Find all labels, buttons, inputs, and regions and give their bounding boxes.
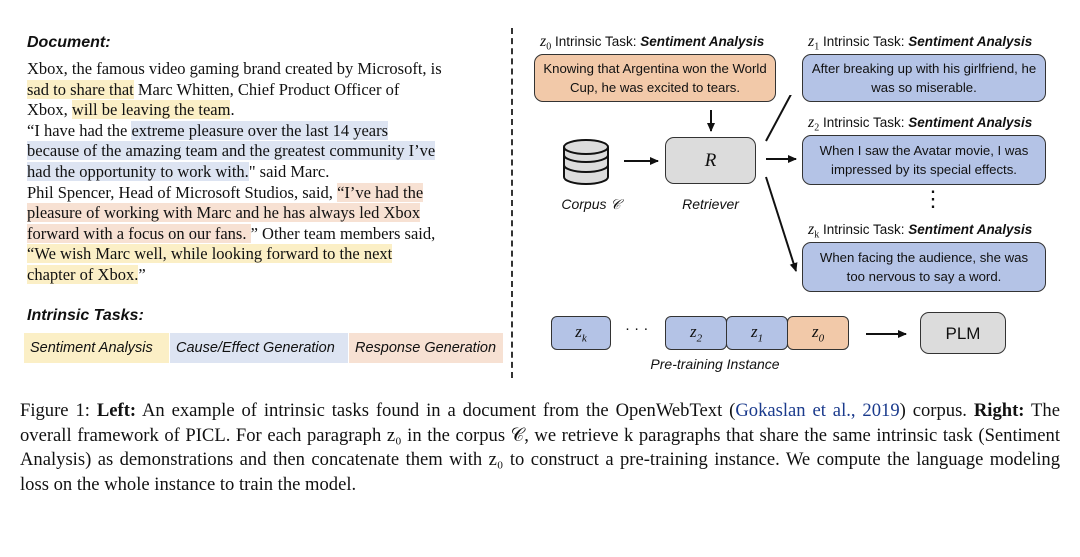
- corpus-label: Corpus 𝒞: [561, 196, 621, 212]
- text-span: ” Other team members said,: [250, 223, 436, 243]
- document-line: had the opportunity to work with." said …: [27, 161, 507, 183]
- highlighted-span: forward with a focus on our fans.: [27, 223, 251, 243]
- text-span: Xbox, the famous video gaming brand crea…: [27, 59, 442, 78]
- document-line: sad to share that Marc Whitten, Chief Pr…: [27, 79, 507, 101]
- document-line: Phil Spencer, Head of Microsoft Studios,…: [27, 182, 507, 204]
- document-line: “I have had the extreme pleasure over th…: [27, 120, 507, 142]
- z2-task-label: z2 Intrinsic Task: Sentiment Analysis: [808, 114, 1033, 134]
- plm-box: PLM: [920, 312, 1006, 354]
- arrow-instance-to-plm: [866, 330, 907, 338]
- document-line: forward with a focus on our fans. ” Othe…: [27, 223, 507, 245]
- document-line: chapter of Xbox.”: [27, 264, 507, 286]
- z0-paragraph-box: Knowing that Argentina won the World Cup…: [534, 54, 776, 102]
- citation-link[interactable]: Gokaslan et al., 2019: [735, 400, 900, 421]
- database-icon: [563, 139, 609, 185]
- figure-caption: Figure 1: Left: An example of intrinsic …: [20, 400, 1060, 496]
- text-span: Marc Whitten, Chief Product Officer of: [133, 79, 400, 99]
- text-span: .: [230, 100, 235, 120]
- text-span: “I have had the: [27, 120, 132, 140]
- pretraining-instance-label: Pre-training Instance: [650, 356, 780, 372]
- retriever-label: Retriever: [682, 196, 739, 212]
- more-demonstrations-ellipsis: ⋮: [922, 186, 944, 211]
- document-line: pleasure of working with Marc and he has…: [27, 203, 507, 224]
- text-span: ”: [138, 264, 146, 284]
- document-text: Xbox, the famous video gaming brand crea…: [27, 59, 507, 286]
- diagram-connectors: [563, 95, 798, 272]
- legend-cause-effect-generation: Cause/Effect Generation: [170, 333, 348, 363]
- intrinsic-tasks-heading: Intrinsic Tasks:: [27, 307, 144, 324]
- highlighted-span: sad to share that: [27, 79, 134, 99]
- arrow-retriever-to-zk: [765, 176, 798, 272]
- seq-token-zk: zk: [551, 316, 611, 350]
- retriever-box: R: [665, 137, 756, 184]
- document-line: Xbox, the famous video gaming brand crea…: [27, 59, 507, 80]
- highlighted-span: “I’ve had the: [337, 182, 424, 202]
- legend-sentiment-analysis: Sentiment Analysis: [24, 333, 169, 363]
- zk-paragraph-box: When facing the audience, she was too ne…: [802, 242, 1046, 292]
- z1-paragraph-box: After breaking up with his girlfriend, h…: [802, 54, 1046, 102]
- document-line: “We wish Marc well, while looking forwar…: [27, 244, 507, 265]
- document-line: Xbox, will be leaving the team.: [27, 100, 507, 121]
- zk-task-label: zk Intrinsic Task: Sentiment Analysis: [808, 221, 1033, 241]
- highlighted-span: extreme pleasure over the last 14 years: [131, 120, 389, 140]
- document-heading: Document:: [27, 34, 111, 51]
- highlighted-span: pleasure of working with Marc and he has…: [27, 203, 421, 223]
- highlighted-span: chapter of Xbox.: [27, 264, 139, 284]
- z2-paragraph-box: When I saw the Avatar movie, I was impre…: [802, 135, 1046, 185]
- highlighted-span: will be leaving the team: [71, 100, 231, 120]
- seq-ellipsis: · · ·: [625, 320, 649, 337]
- legend-response-generation: Response Generation: [349, 333, 503, 363]
- text-span: " said Marc.: [248, 161, 330, 181]
- highlighted-span: “We wish Marc well, while looking forwar…: [27, 244, 393, 264]
- z1-task-label: z1 Intrinsic Task: Sentiment Analysis: [808, 33, 1033, 53]
- seq-token-z0: z0: [787, 316, 849, 350]
- text-span: Phil Spencer, Head of Microsoft Studios,…: [27, 182, 338, 202]
- text-span: Xbox,: [27, 100, 72, 120]
- arrow-retriever-to-z1: [765, 95, 792, 142]
- z0-task-label: z0 Intrinsic Task: Sentiment Analysis: [540, 33, 765, 53]
- highlighted-span: because of the amazing team and the grea…: [27, 141, 436, 161]
- seq-token-z2: z2: [665, 316, 727, 350]
- highlighted-span: had the opportunity to work with.: [27, 161, 249, 181]
- document-line: because of the amazing team and the grea…: [27, 141, 507, 162]
- panel-divider: [511, 28, 513, 378]
- seq-token-z1: z1: [726, 316, 788, 350]
